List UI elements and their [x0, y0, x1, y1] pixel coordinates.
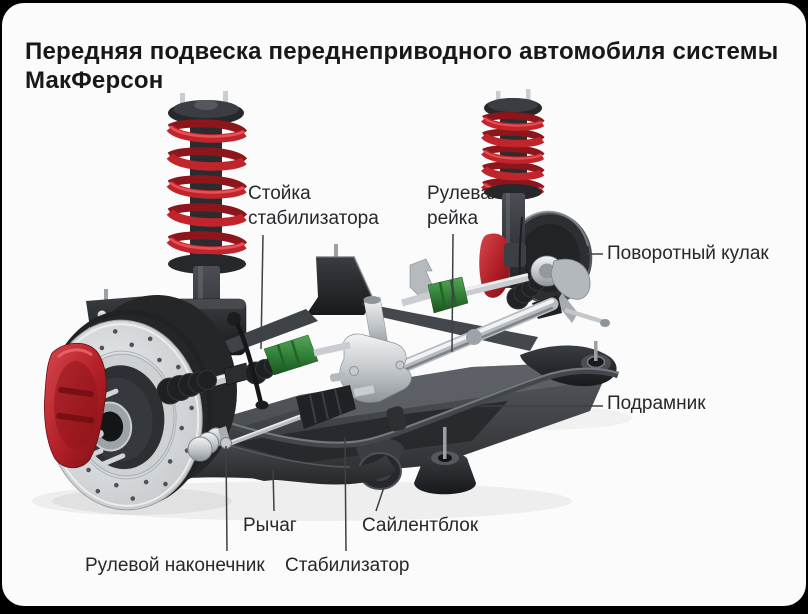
steering-rack: [296, 296, 559, 429]
cv-axle-left: [156, 334, 351, 405]
leader-stabilizer-link: [260, 234, 264, 350]
suspension-illustration: [32, 89, 632, 552]
cv-axle-right: [401, 258, 529, 314]
coil-spring-right: [481, 112, 545, 197]
leader-stabilizer: [344, 436, 347, 552]
page-title: Передняя подвеска переднеприводного авто…: [25, 38, 779, 95]
steering-knuckle: [504, 216, 610, 327]
leader-control-arm: [272, 468, 275, 512]
label-silent-block: Сайлентблок: [362, 515, 479, 536]
content-card: Передняя подвеска переднеприводного авто…: [2, 3, 806, 606]
label-steering-rack: Рулевая рейка: [427, 183, 502, 229]
cv-boot-green-left: [263, 334, 319, 376]
stabilizer-bar: [222, 367, 620, 448]
cv-boot-green-right: [427, 276, 469, 314]
label-stabilizer-link: Стойка стабилизатора: [248, 183, 379, 229]
label-steering-knuckle: Поворотный кулак: [607, 243, 769, 264]
brake-caliper-left: [44, 342, 107, 469]
leader-lines: [225, 233, 603, 552]
stabilizer-link: [227, 312, 269, 410]
tie-rod: [187, 414, 301, 462]
label-tie-rod-end: Рулевой наконечник: [85, 555, 265, 576]
leader-silent-block: [375, 486, 385, 512]
label-control-arm: Рычаг: [243, 515, 297, 536]
strut-right: [481, 89, 545, 288]
rack-boot-left: [296, 385, 356, 429]
label-subframe: Подрамник: [607, 393, 706, 414]
coil-spring-left: [166, 119, 248, 255]
leader-steering-rack: [451, 233, 454, 353]
label-stabilizer: Стабилизатор: [285, 555, 410, 576]
leader-tie-rod-end: [225, 445, 228, 552]
